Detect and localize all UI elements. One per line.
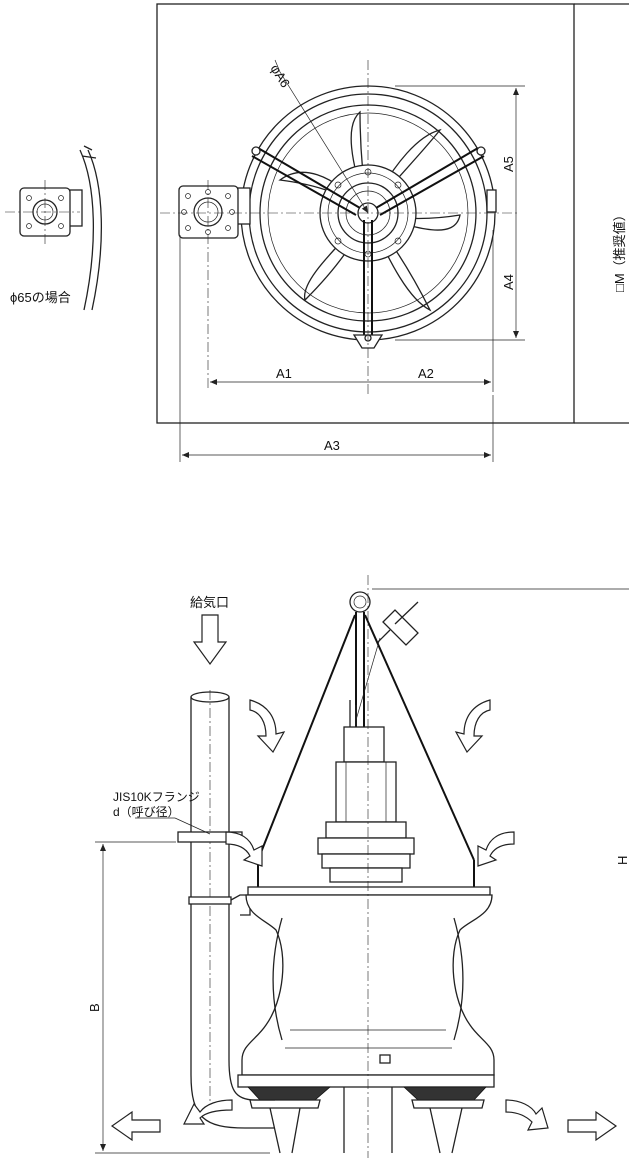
air-inlet-arrow — [192, 614, 228, 666]
plan-view: φA6 A5 A4 A1 A2 A3 □M（推奨値） — [156, 3, 629, 462]
flow-arrows — [110, 699, 618, 1142]
phi65-detail: ϕ65の場合 — [5, 145, 103, 311]
top-plate — [247, 886, 491, 896]
a1-label: A1 — [276, 366, 292, 381]
phi-a6-label: φA6 — [267, 62, 293, 91]
pump-base — [237, 1074, 495, 1154]
lifting-eye — [349, 591, 371, 613]
air-inlet-label: 給気口 — [190, 595, 229, 610]
flange-label-2: d（呼び径） — [113, 805, 180, 819]
pit-outline — [156, 3, 575, 424]
flange-label-1: JIS10Kフランジ — [113, 790, 200, 804]
square-m-label: □M（推奨値） — [612, 208, 627, 292]
cable-gland — [355, 601, 419, 721]
motor-body — [317, 700, 415, 883]
a2-label: A2 — [418, 366, 434, 381]
discharge-flange — [178, 185, 251, 239]
a4-label: A4 — [501, 274, 516, 290]
elevation-view: H 給気口 JIS10Kフランジ d（呼び径） B — [87, 575, 629, 1158]
b-label: B — [87, 1003, 102, 1012]
phi65-caption: ϕ65の場合 — [10, 290, 71, 305]
a3-label: A3 — [324, 438, 340, 453]
a5-label: A5 — [501, 156, 516, 172]
h-label: H — [615, 856, 629, 865]
lifting-arms — [251, 147, 485, 335]
